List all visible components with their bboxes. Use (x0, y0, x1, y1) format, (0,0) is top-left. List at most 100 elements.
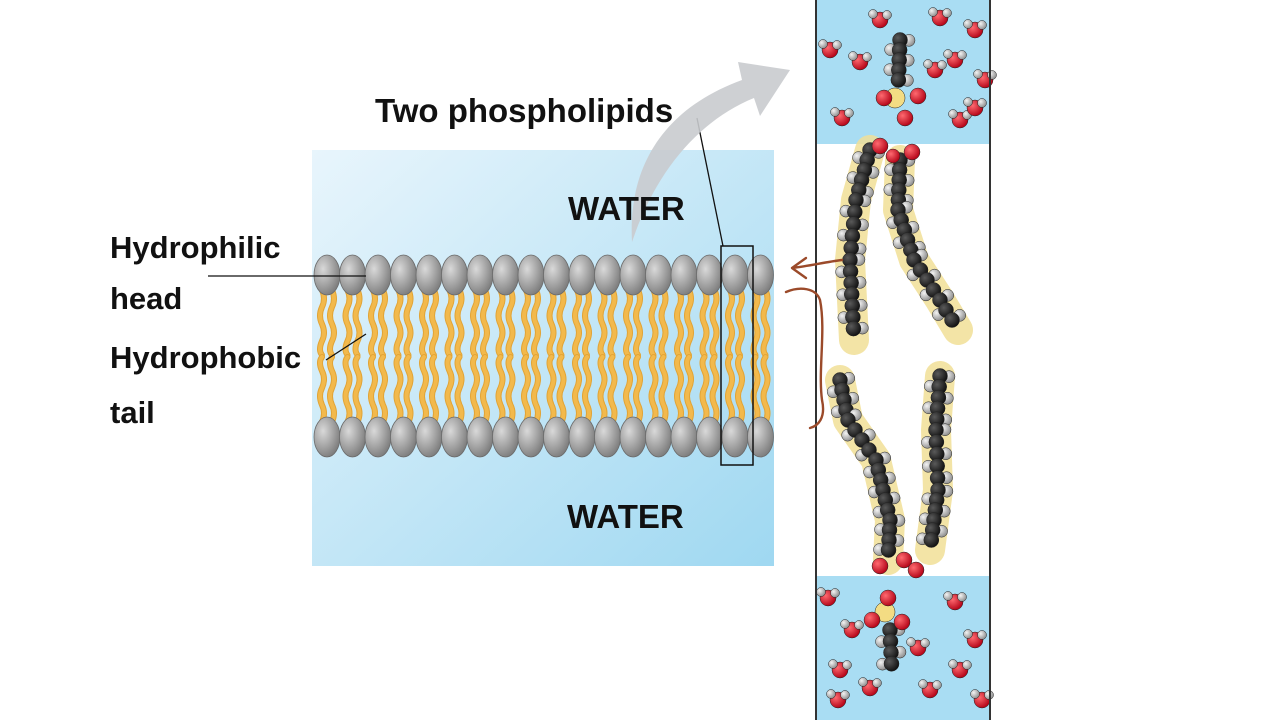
tail-bottom-core (547, 355, 556, 424)
oxygen-atom (863, 611, 881, 629)
tail-top-core (736, 288, 744, 357)
phospholipid-head-top (568, 254, 596, 296)
phospholipid-head-top (313, 254, 341, 296)
phospholipid-head-top (364, 254, 392, 296)
water-hydrogen (942, 8, 952, 18)
phospholipid-head-top (747, 254, 774, 296)
two-phospholipids-leader-line (696, 117, 724, 247)
phospholipid-head-top (696, 254, 723, 296)
water-hydrogen (816, 587, 826, 597)
two-phospholipids-label: Two phospholipids (375, 92, 674, 129)
phospholipid-head-top (390, 254, 417, 296)
tail-bottom-core (420, 355, 428, 424)
tail-bottom-core (471, 355, 479, 424)
hydrophobic-leader-line (325, 333, 367, 361)
tail-bottom-core (522, 355, 530, 424)
tail-bottom-core (710, 355, 719, 424)
tail-bottom-core (659, 355, 668, 424)
tail-top-core (420, 288, 428, 357)
tail-top-core (343, 288, 352, 357)
water-hydrogen (830, 107, 840, 117)
water-hydrogen (937, 60, 947, 70)
phospholipid-head-bottom (594, 416, 621, 458)
oxygen-atom (903, 143, 921, 161)
hydrophilic-heads-bottom-row (313, 416, 774, 458)
oxygen-atom (871, 557, 889, 575)
tail-top-core (624, 288, 632, 357)
water-hydrogen (858, 677, 868, 687)
upper-tail-1-carbon (845, 320, 862, 337)
tail-bottom-core (761, 355, 770, 424)
tail-bottom-core (496, 355, 505, 424)
water-hydrogen (957, 592, 967, 602)
tail-top-core (659, 288, 668, 357)
tail-top-core (710, 288, 719, 357)
tail-bottom-core (736, 355, 744, 424)
tail-bottom-core (557, 355, 566, 424)
tail-top-core (685, 288, 693, 357)
water-hydrogen (862, 52, 872, 62)
hydrophilic-label-line2: head (110, 281, 183, 316)
phospholipid-head-bottom (364, 416, 392, 458)
phospholipid-head-top (441, 254, 468, 296)
tail-bottom-core (583, 355, 591, 424)
tail-bottom-core (532, 355, 540, 424)
tail-bottom-core (726, 355, 734, 424)
water-hydrogen (963, 629, 973, 639)
tail-top-core (532, 288, 540, 357)
tail-top-core (353, 288, 362, 357)
tail-bottom-core (353, 355, 362, 424)
phospholipid-head-top (645, 254, 672, 296)
tail-top-core (583, 288, 591, 357)
water-hydrogen (943, 591, 953, 601)
upper-tail-2-carbon (944, 312, 960, 328)
water-hydrogen (963, 19, 973, 29)
tail-bottom-core (506, 355, 515, 424)
phospholipid-head-bottom (619, 416, 647, 458)
tail-bottom-core (573, 355, 581, 424)
hydrophobic-label-line2: tail (110, 395, 155, 430)
phospholipid-head-top (543, 254, 570, 296)
water-hydrogen (957, 50, 967, 60)
tail-top-core (547, 288, 556, 357)
phospholipid-head-bottom (517, 416, 545, 458)
tail-top-core (675, 288, 683, 357)
water-hydrogen (932, 680, 942, 690)
tail-top-core (471, 288, 479, 357)
water-hydrogen (970, 689, 980, 699)
water-hydrogen (848, 51, 858, 61)
zoom-arrow (631, 62, 790, 242)
water-hydrogen (840, 619, 850, 629)
phospholipid-head-top (415, 254, 443, 296)
water-hydrogen (962, 660, 972, 670)
tail-bottom-core (404, 355, 413, 424)
water-hydrogen (854, 620, 864, 630)
water-hydrogen (977, 98, 987, 108)
phospholipid-molecule-model (816, 7, 997, 709)
upper-headgroup-carbon (890, 72, 907, 88)
tail-top-core (481, 288, 489, 357)
phospholipid-head-bottom (747, 416, 774, 458)
phospholipid-head-top (492, 254, 519, 296)
oxygen-atom (893, 613, 911, 631)
phospholipid-head-bottom (670, 416, 698, 458)
tail-bottom-core (685, 355, 693, 424)
phospholipid-head-bottom (543, 416, 570, 458)
water-hydrogen (828, 659, 838, 669)
tail-bottom-core (608, 355, 617, 424)
tail-top-core (608, 288, 617, 357)
phospholipid-head-bottom (721, 416, 749, 458)
tail-top-core (573, 288, 581, 357)
lower-headgroup-carbon (883, 656, 900, 672)
tail-top-core (700, 288, 709, 357)
oxygen-atom (895, 551, 913, 569)
water-hydrogen (973, 69, 983, 79)
tail-bottom-core (700, 355, 709, 424)
tail-top-core (455, 288, 464, 357)
water-label-bottom: WATER (567, 498, 684, 535)
tail-bottom-core (481, 355, 489, 424)
phospholipid-head-bottom (568, 416, 596, 458)
water-hydrogen (977, 20, 987, 30)
tail-bottom-core (445, 355, 454, 424)
water-hydrogen (977, 630, 987, 640)
